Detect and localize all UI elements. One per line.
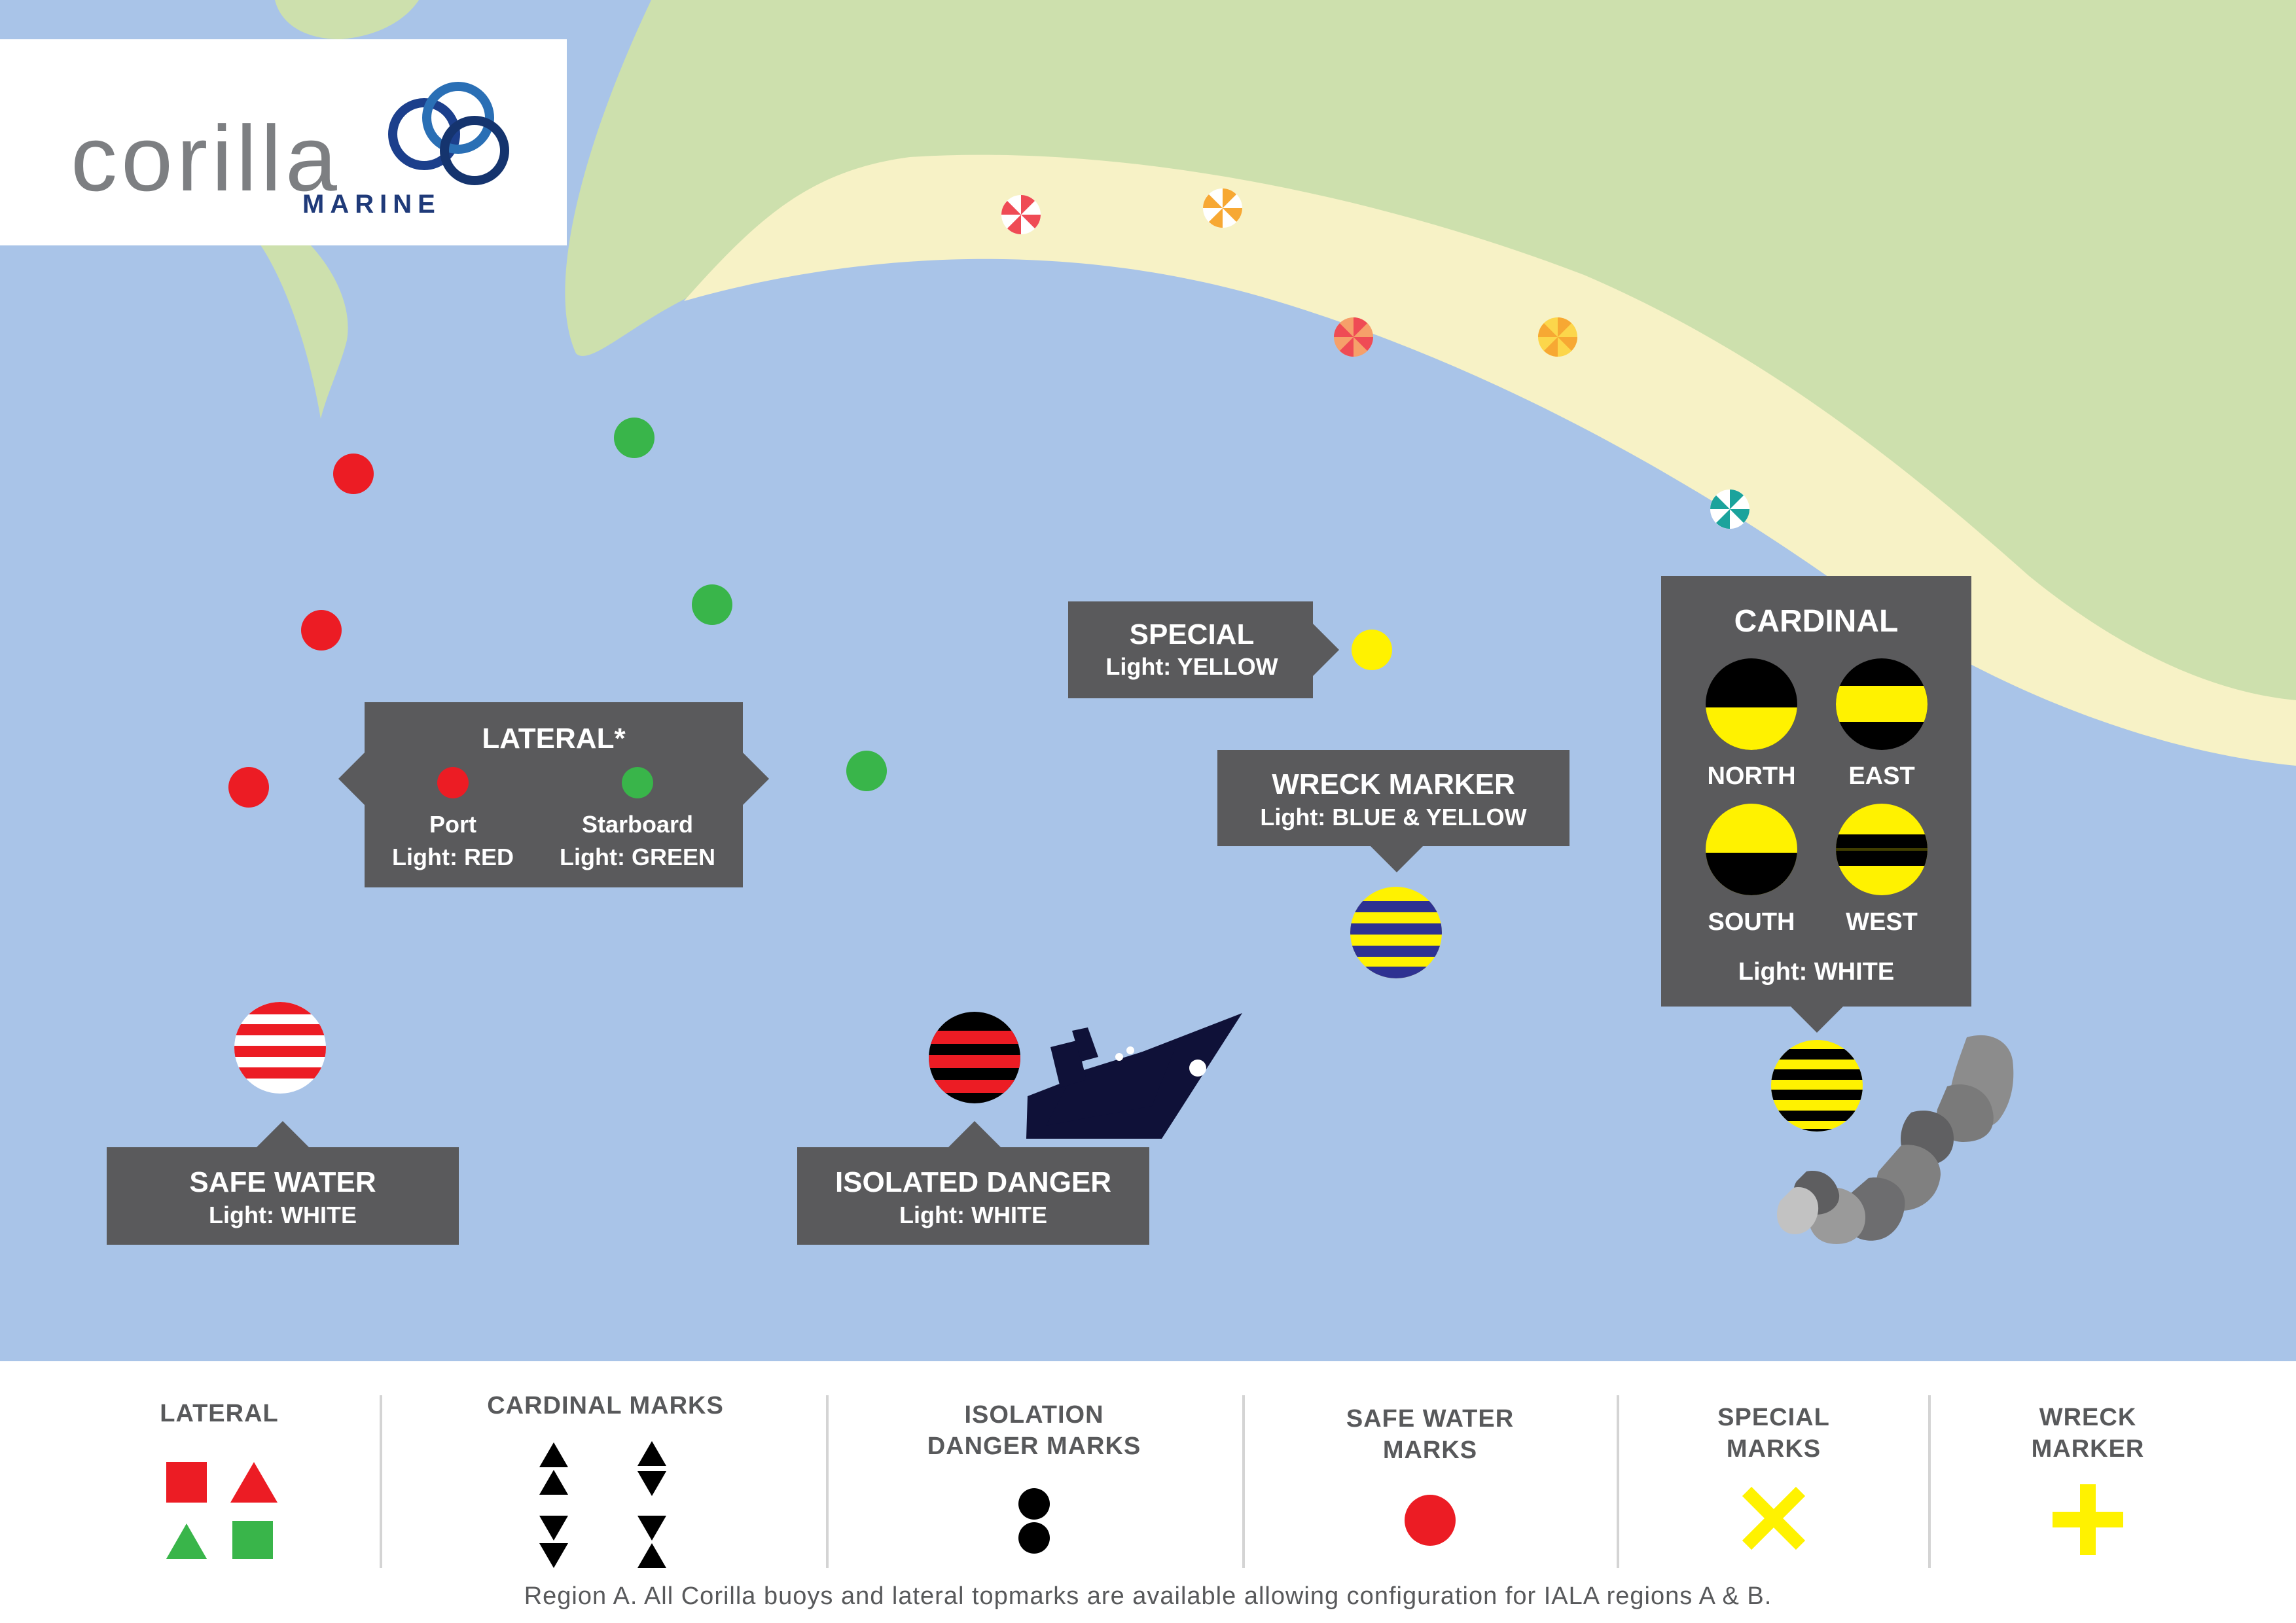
land-left-spit	[259, 242, 348, 419]
starboard-buoy	[846, 751, 887, 791]
legend-safe-title-1: SAFE WATER	[1346, 1405, 1515, 1433]
legend-divider	[1928, 1395, 1931, 1568]
legend-divider	[826, 1395, 829, 1568]
legend-special-title-2: MARKS	[1726, 1435, 1821, 1463]
special-buoy	[1352, 630, 1392, 670]
safe-water-label-box	[107, 1121, 459, 1245]
isolated-danger-light: Light: WHITE	[899, 1202, 1047, 1228]
starboard-label: Starboard	[582, 811, 693, 838]
yellow-cross-icon	[2053, 1484, 2123, 1555]
safe-water-light: Light: WHITE	[209, 1202, 357, 1228]
beach-umbrella-icon	[1334, 317, 1373, 357]
cardinal-buoy	[1771, 1040, 1863, 1132]
wreck-label-box	[1217, 750, 1570, 872]
beach-umbrella-icon	[1538, 317, 1577, 357]
special-light: Light: YELLOW	[1105, 653, 1278, 680]
isolated-danger-title: ISOLATED DANGER	[835, 1166, 1111, 1198]
beach-umbrella-icon	[1203, 188, 1242, 228]
ship-icon	[1026, 1013, 1242, 1139]
legend-lateral-icons	[166, 1462, 278, 1559]
wreck-light: Light: BLUE & YELLOW	[1260, 804, 1526, 830]
legend-cardinal-icons	[539, 1441, 666, 1568]
starboard-buoy	[692, 584, 732, 625]
yellow-x-icon	[1742, 1486, 1806, 1550]
legend-wreck-title-1: WRECK	[2039, 1404, 2137, 1431]
legend-isolation-title-2: DANGER MARKS	[927, 1433, 1141, 1460]
south-cardinal-swatch	[1706, 804, 1797, 895]
cardinal-light: Light: WHITE	[1738, 958, 1894, 986]
port-label: Port	[429, 811, 476, 838]
port-swatch	[437, 767, 469, 798]
legend-divider	[1242, 1395, 1245, 1568]
isolated-danger-label-box	[797, 1121, 1149, 1245]
starboard-swatch	[622, 767, 653, 798]
corilla-logo-mark	[388, 82, 509, 185]
legend-safe-title-2: MARKS	[1382, 1436, 1478, 1464]
land-left-top	[275, 0, 419, 39]
special-label-box	[1068, 601, 1339, 698]
cardinal-title: CARDINAL	[1734, 604, 1899, 639]
wreck-title: WRECK MARKER	[1272, 768, 1515, 800]
east-cardinal-swatch	[1836, 658, 1928, 750]
logo-subtitle: MARINE	[302, 190, 441, 219]
cardinal-label-box	[1661, 576, 1971, 1033]
isolated-danger-buoy	[929, 1012, 1020, 1103]
legend-wreck-icon	[2053, 1484, 2123, 1555]
port-buoy	[333, 454, 374, 494]
legend-lateral-title: LATERAL	[160, 1400, 279, 1427]
legend-safe-water-icon	[1405, 1495, 1456, 1546]
sea-map: LATERAL* Port Light: RED Starboard Light…	[0, 0, 2296, 1361]
lateral-title: LATERAL*	[482, 722, 626, 755]
port-light-label: Light: RED	[392, 844, 514, 870]
north-cardinal-swatch	[1706, 658, 1797, 750]
legend-special-icon	[1742, 1486, 1806, 1550]
legend-special-title-1: SPECIAL	[1717, 1404, 1830, 1431]
cardinal-south-label: SOUTH	[1708, 908, 1795, 936]
lateral-label-box	[338, 702, 769, 887]
cardinal-west-topmark-icon	[637, 1516, 666, 1568]
red-square-icon	[166, 1462, 207, 1503]
legend-isolation-title-1: ISOLATION	[964, 1401, 1104, 1429]
legend-divider	[1617, 1395, 1619, 1568]
cardinal-east-topmark-icon	[637, 1441, 666, 1496]
beach-umbrella-icon	[1710, 490, 1749, 529]
starboard-buoy	[614, 418, 655, 458]
green-triangle-icon	[166, 1524, 207, 1559]
wreck-buoy	[1350, 887, 1442, 978]
cardinal-north-topmark-icon	[539, 1442, 568, 1495]
port-buoy	[228, 767, 269, 808]
safe-water-title: SAFE WATER	[189, 1166, 376, 1198]
green-square-icon	[232, 1521, 273, 1559]
red-triangle-icon	[230, 1462, 278, 1503]
starboard-light-label: Light: GREEN	[560, 844, 715, 870]
footnote: Region A. All Corilla buoys and lateral …	[524, 1582, 1772, 1610]
west-cardinal-swatch	[1836, 804, 1928, 895]
legend-cardinal-title: CARDINAL MARKS	[487, 1392, 724, 1419]
cardinal-west-label: WEST	[1846, 908, 1918, 936]
cardinal-south-topmark-icon	[539, 1516, 568, 1568]
logo-panel: corilla MARINE	[0, 39, 567, 245]
safe-water-buoy	[234, 1002, 326, 1094]
rocks-icon	[1777, 1035, 2014, 1244]
logo-wordmark: corilla	[71, 107, 341, 211]
legend-wreck-title-2: MARKER	[2031, 1435, 2145, 1463]
cardinal-east-label: EAST	[1848, 762, 1914, 790]
legend-divider	[380, 1395, 382, 1568]
cardinal-north-label: NORTH	[1707, 762, 1795, 790]
port-buoy	[301, 610, 342, 651]
legend-isolation-icon	[1018, 1488, 1050, 1554]
special-title: SPECIAL	[1130, 618, 1255, 651]
beach-umbrella-icon	[1001, 195, 1041, 234]
